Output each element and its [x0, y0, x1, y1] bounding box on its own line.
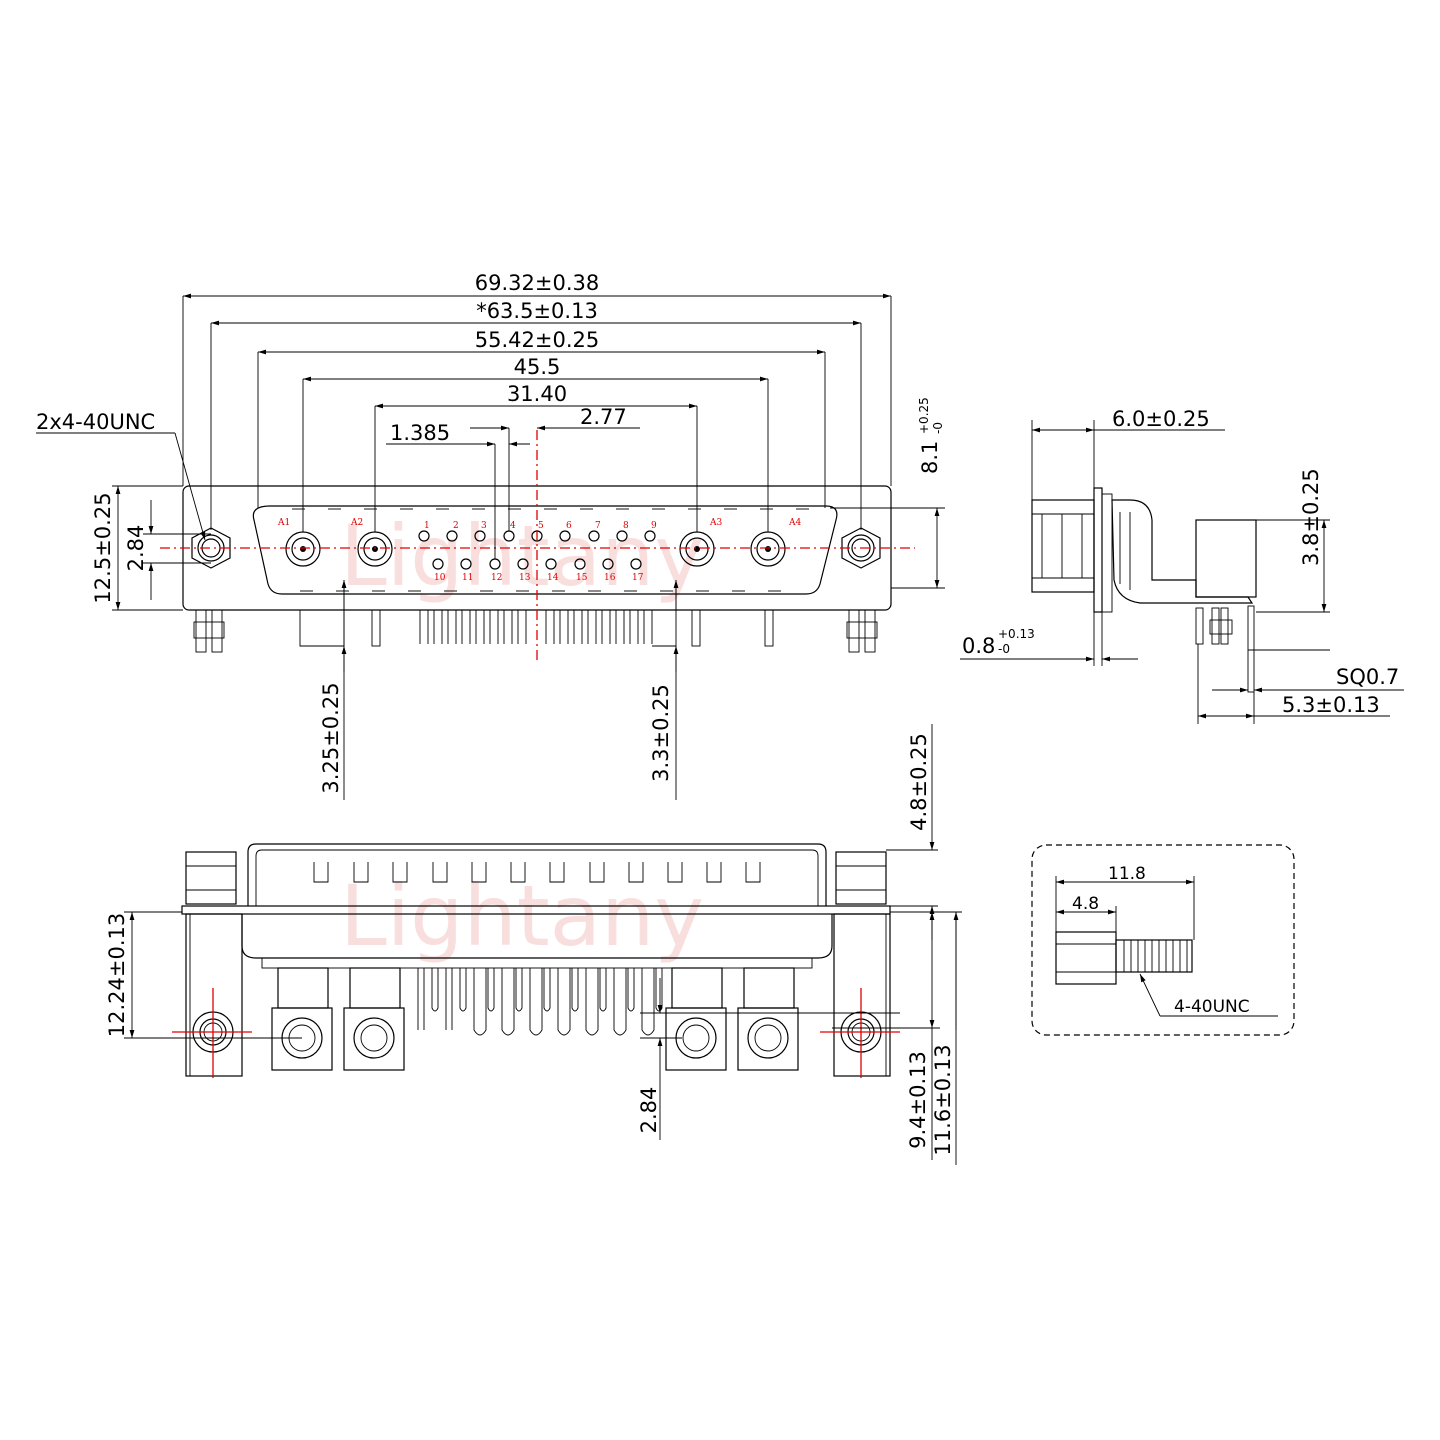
shell-bottom-view — [247, 843, 827, 906]
hex-nut-right — [835, 851, 887, 905]
svg-text:8.1: 8.1 — [918, 441, 942, 474]
dim-outer-coax: 45.5 — [514, 355, 561, 379]
board-legs — [193, 609, 878, 653]
dim-left-offset: 3.25±0.25 — [319, 682, 343, 793]
pin-label: 15 — [576, 573, 588, 583]
detail-view: 11.8 4.8 4-40UNC — [1031, 844, 1295, 1036]
pin-label: 5 — [538, 521, 544, 531]
side-view: 6.0±0.25 3.8±0.25 0.8 +0.13 -0 SQ0.7 5.3… — [960, 407, 1404, 724]
coax-label: A4 — [788, 518, 801, 528]
coax-contact-a4 — [750, 531, 786, 567]
signal-pins-top — [418, 530, 656, 542]
dim-row-spacing: 2.84 — [124, 525, 148, 572]
dim-shell-height: 8.1 +0.25 -0 — [917, 397, 945, 474]
dim-overall-width: 69.32±0.38 — [475, 271, 599, 295]
dim-pin-offset: 5.3±0.13 — [1282, 693, 1380, 717]
flange-bar — [181, 905, 891, 915]
svg-text:+0.13: +0.13 — [998, 627, 1035, 641]
bottom-dimension-lines — [124, 724, 962, 1165]
svg-text:0.8: 0.8 — [962, 634, 995, 658]
svg-text:-0: -0 — [998, 642, 1010, 656]
dim-standoff-height: 4.8±0.25 — [907, 733, 931, 831]
bracket-left — [185, 913, 243, 1077]
pin-label: 8 — [623, 521, 629, 531]
pin-label: 3 — [481, 521, 487, 531]
hex-nut-left — [185, 851, 237, 905]
svg-text:-0: -0 — [931, 422, 945, 434]
dim-pin-square: SQ0.7 — [1336, 665, 1399, 689]
dim-pin-row-1: 9.4±0.13 — [906, 1051, 930, 1149]
dim-hole-depth: 12.24±0.13 — [105, 913, 129, 1037]
coax-body-3 — [665, 967, 727, 1071]
pin-label: 9 — [651, 521, 657, 531]
dim-flange-thickness: 0.8 +0.13 -0 — [962, 627, 1035, 658]
coax-body-1 — [271, 967, 333, 1071]
detail-thread-callout: 4-40UNC — [1174, 997, 1250, 1017]
pin-label: 17 — [632, 573, 644, 583]
shell-slots — [313, 862, 761, 883]
detail-hex-length: 4.8 — [1072, 894, 1099, 914]
coax-body-2 — [343, 967, 405, 1071]
coax-label: A2 — [350, 518, 363, 528]
watermark-bottom: Lightany — [340, 867, 704, 965]
pin-label: 4 — [510, 521, 516, 531]
pin-label: 6 — [566, 521, 572, 531]
dim-pin-row-2: 11.6±0.13 — [931, 1044, 955, 1155]
coax-contact-a1 — [285, 531, 321, 567]
coax-label: A1 — [277, 518, 290, 528]
dim-depth: 6.0±0.25 — [1112, 407, 1210, 431]
dim-shell-width: 55.42±0.25 — [475, 328, 599, 352]
dim-pin-offset: 1.385 — [390, 421, 450, 445]
dim-inner-coax: 31.40 — [507, 382, 567, 406]
coax-label: A3 — [709, 518, 722, 528]
watermark: Lightany — [340, 507, 704, 605]
pin-label: 2 — [453, 521, 459, 531]
dim-right-offset: 3.3±0.25 — [649, 684, 673, 782]
flange-side — [1093, 487, 1103, 613]
bottom-view: 4.8±0.25 12.24±0.13 2.84 9.4±0.13 11.6±0… — [105, 724, 962, 1165]
coax-body-4 — [737, 967, 799, 1071]
dim-row-spacing-bottom: 2.84 — [637, 1087, 661, 1134]
pin-label: 10 — [434, 573, 446, 583]
pin-label: 7 — [595, 521, 601, 531]
signal-pins-bottom-view — [417, 968, 663, 1036]
dim-flange-height: 12.5±0.25 — [91, 492, 115, 603]
detail-length: 11.8 — [1108, 864, 1146, 884]
pin-label: 11 — [462, 573, 473, 583]
pin-label: 16 — [604, 573, 616, 583]
detail-thread — [1115, 939, 1193, 973]
detail-hex — [1055, 931, 1117, 985]
pin-label: 12 — [491, 573, 502, 583]
pin-labels-top: 1 2 3 4 5 6 7 8 9 — [424, 521, 657, 531]
pin-label: 1 — [424, 521, 430, 531]
d-shell — [252, 505, 838, 595]
thread-callout: 2x4-40UNC — [36, 410, 155, 434]
front-dimension-lines — [36, 293, 945, 800]
side-dimension-lines — [960, 420, 1404, 724]
dim-board-height: 3.8±0.25 — [1299, 468, 1323, 566]
svg-text:+0.25: +0.25 — [917, 397, 931, 434]
front-view: A1 A2 A3 A4 1 2 3 4 5 6 7 8 9 10 11 12 1… — [36, 271, 945, 800]
body-side — [1111, 499, 1254, 604]
bracket-right — [833, 913, 891, 1077]
pin-labels-bottom: 10 11 12 13 14 15 16 17 — [434, 573, 644, 583]
pin-label: 13 — [519, 573, 531, 583]
dim-pin-pitch: 2.77 — [580, 405, 627, 429]
dim-mount-spacing: *63.5±0.13 — [476, 299, 598, 323]
pin-label: 14 — [547, 573, 559, 583]
